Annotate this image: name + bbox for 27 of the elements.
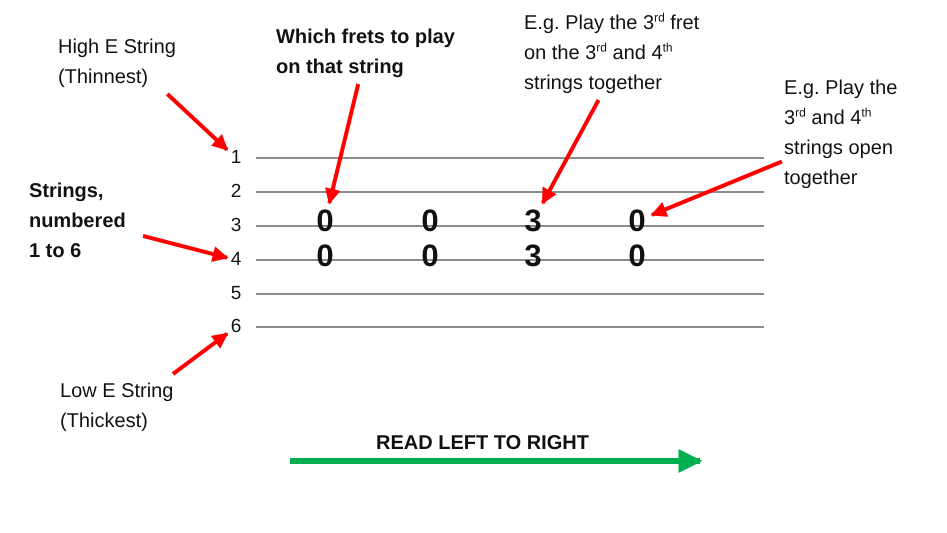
fret-number: 3 [520, 240, 546, 272]
string-number: 3 [229, 215, 243, 237]
leader-arrow [166, 92, 228, 152]
fret-number: 0 [624, 240, 650, 272]
fret-number: 0 [312, 205, 338, 237]
callout-text: High E String (Thinnest) [58, 32, 208, 92]
string-number: 2 [229, 181, 243, 203]
fret-number: 3 [520, 205, 546, 237]
string-number: 1 [229, 147, 243, 169]
fret-number: 0 [417, 240, 443, 272]
fret-number: 0 [312, 240, 338, 272]
fret-number: 0 [624, 205, 650, 237]
callout-text: E.g. Play the 3$^{rd}$ and 4$^{th}$ strings open together [784, 73, 919, 193]
string-number: 6 [229, 316, 243, 338]
leader-arrow [142, 234, 229, 262]
string-number: 5 [229, 283, 243, 305]
callout-text: E.g. Play the 3$^{rd}$ fret on the 3$^{rd}$ and 4$^{th}$ strings together [524, 8, 724, 98]
leader-arrow [650, 160, 783, 217]
callout-text: Which frets to play on that string [276, 22, 456, 82]
direction-label: READ LEFT TO RIGHT [376, 431, 589, 456]
callout-text: Low E String (Thickest) [60, 376, 200, 436]
leader-arrow [324, 84, 360, 205]
fret-number: 0 [417, 205, 443, 237]
leader-arrow [172, 332, 228, 376]
leader-arrow [541, 99, 600, 204]
string-number: 4 [229, 249, 243, 271]
callout-text: Strings, numbered 1 to 6 [29, 176, 141, 266]
